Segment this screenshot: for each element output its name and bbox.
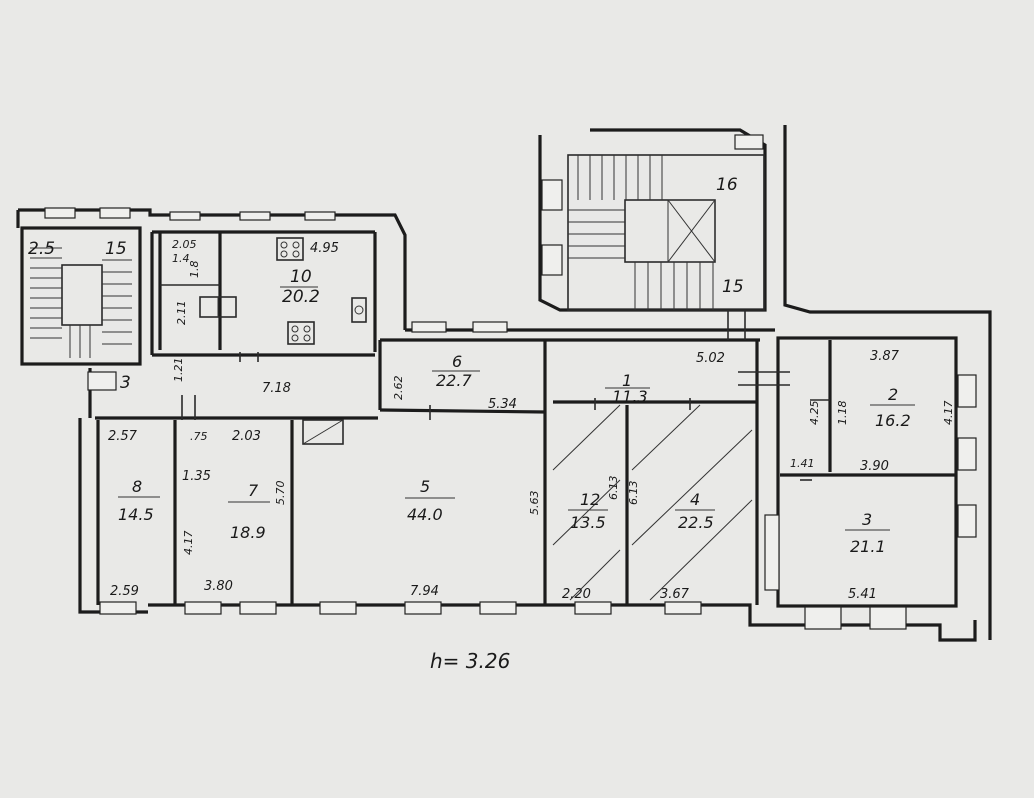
room2-area: 16.2 (875, 411, 911, 430)
ceiling-height-note: h= 3.26 (430, 649, 510, 673)
room3-dim-bottom: 5.41 (848, 587, 877, 602)
room5-dim-bottom: 7.94 (410, 584, 439, 599)
room7-dim-bottom: 3.80 (204, 579, 233, 594)
wc-dim-d: 2.11 (175, 301, 188, 326)
outer-walls (16, 125, 992, 642)
stair-num-bottom: 15 (722, 277, 744, 297)
room7-dim-small: .75 (190, 430, 208, 443)
room5-area: 44.0 (407, 505, 443, 524)
corridor-side-dim: 1.21 (172, 358, 185, 383)
room8-dim-bottom: 2.59 (110, 584, 139, 599)
room6-number: 6 (452, 352, 462, 371)
room8-number: 8 (132, 477, 142, 496)
room1-number: 1 (622, 371, 632, 390)
room4-dim-bottom: 3.67 (660, 587, 690, 602)
room12-dim-bottom: 2.20 (562, 587, 591, 602)
stair-left-a: 2.5 (28, 239, 55, 259)
room12-number: 12 (580, 490, 600, 509)
room12-dim-side: 6.13 (607, 476, 620, 501)
room8-dim-top: 2.57 (108, 429, 138, 444)
room8-area: 14.5 (118, 505, 154, 524)
room2-dim-top: 3.87 (870, 349, 900, 364)
room1-dim: 5.02 (696, 351, 725, 366)
stair-num-top: 16 (716, 175, 738, 195)
room3-number: 3 (862, 510, 872, 529)
room2-dim-bottom: 3.90 (860, 459, 889, 474)
kitchen-area: 20.2 (282, 287, 320, 307)
room7-number: 7 (248, 481, 259, 500)
kitchen-number: 10 (290, 267, 312, 287)
kitchen-dim-top: 4.95 (310, 241, 339, 256)
kitchen-fixtures (199, 237, 367, 345)
left-stair (30, 247, 132, 358)
stair-left-b: 15 (105, 239, 127, 259)
room6-area: 22.7 (436, 371, 472, 390)
room12-area: 13.5 (570, 513, 606, 532)
room1-area: 11.3 (612, 387, 648, 406)
wc-dim-b: 1.4 (172, 252, 190, 265)
corridor-dim: 7.18 (262, 381, 291, 396)
room7-dim-mid: 1.35 (182, 469, 211, 484)
room7-dim-side: 5.70 (274, 481, 287, 506)
wc-dim-a: 2.05 (172, 238, 197, 251)
room8-dim-side: 4.17 (182, 531, 195, 556)
room6-dim-side: 2.62 (392, 376, 405, 401)
room2-dim-right: 4.17 (942, 401, 955, 426)
windows (44, 134, 977, 630)
wc-dim-c: 1.8 (188, 261, 201, 279)
room7-dim-top: 2.03 (232, 429, 261, 444)
room2-dim-left: 4.25 (808, 401, 821, 426)
room4-number: 4 (690, 490, 700, 509)
room4-area: 22.5 (678, 513, 714, 532)
room6-dim-bottom: 5.34 (488, 397, 517, 412)
door-marks (181, 310, 830, 481)
room5-number: 5 (420, 477, 430, 496)
room5-dim-side: 5.63 (528, 491, 541, 516)
small-left-number: 3 (120, 373, 131, 393)
room3-dim-top: 1.41 (790, 457, 815, 470)
labels: 2.5 15 2.05 1.4 1.8 2.11 4.95 10 20.2 7.… (28, 175, 955, 673)
room2-number: 2 (888, 385, 898, 404)
room3-area: 21.1 (850, 537, 886, 556)
main-stair (567, 154, 765, 311)
room2-dim-inner: 1.18 (836, 401, 849, 426)
room4-dim-side: 6.13 (627, 481, 640, 506)
hatching (302, 404, 753, 601)
room7-area: 18.9 (230, 523, 266, 542)
